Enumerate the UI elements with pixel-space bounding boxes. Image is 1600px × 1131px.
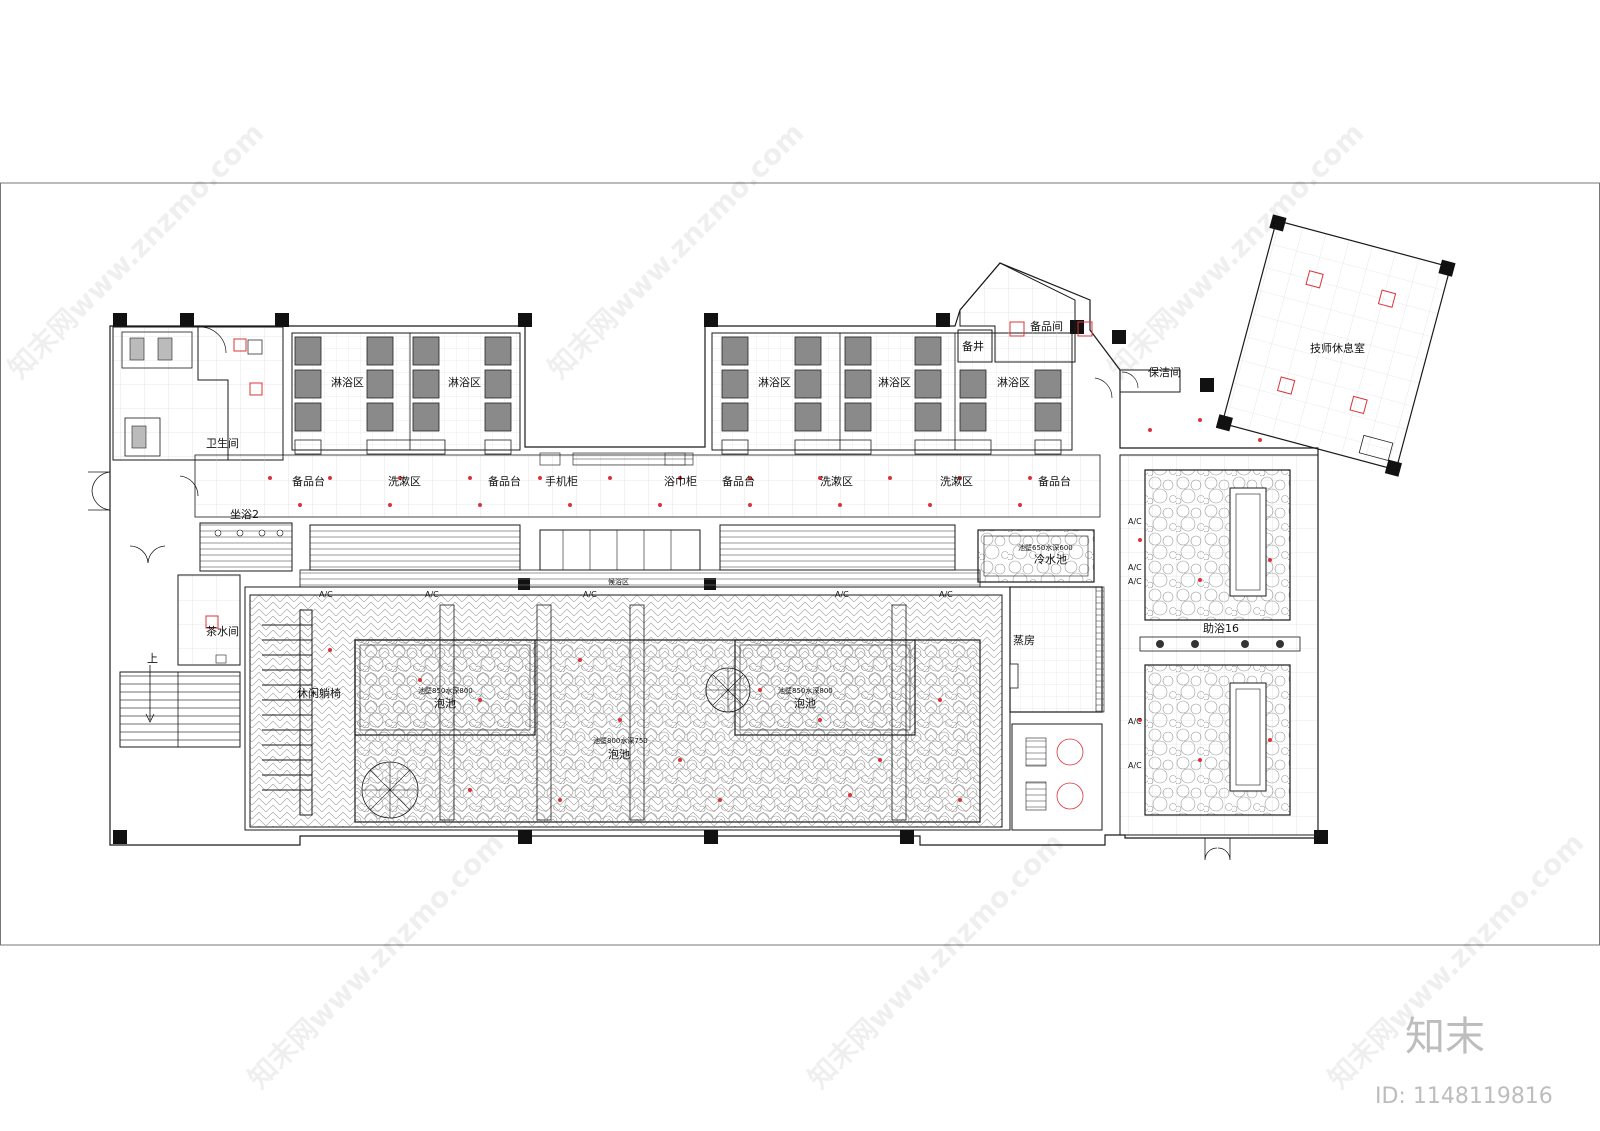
ac-label: A/C — [835, 590, 849, 599]
ac-label: A/C — [1128, 761, 1142, 770]
label-lounge-chair: 休闲躺椅 — [297, 686, 341, 700]
stairs — [119, 665, 241, 748]
service-rooms — [957, 262, 1181, 399]
label-wash-1: 洗漱区 — [388, 475, 421, 488]
label-shaft: 备井 — [962, 339, 984, 353]
assist-bath-area — [1119, 454, 1319, 861]
ac-label: A/C — [1128, 517, 1142, 526]
label-pool-right-spec: 池壁850水深800 — [778, 686, 833, 695]
label-steam-room: 蒸房 — [1013, 634, 1035, 647]
label-wash-2: 洗漱区 — [820, 475, 853, 488]
pool-hall — [249, 594, 1003, 828]
label-supply-4: 备品台 — [1038, 474, 1071, 488]
brand-logo: 知末 — [1405, 1014, 1485, 1060]
brand-id: ID: 1148119816 — [1375, 1084, 1553, 1109]
label-supply-2: 备品台 — [488, 474, 521, 488]
label-shower-3: 淋浴区 — [758, 376, 791, 389]
label-pool-center: 泡池 — [608, 747, 630, 761]
label-restroom: 卫生间 — [206, 436, 239, 450]
label-cold-pool-spec: 池壁650水深600 — [1018, 543, 1073, 552]
label-supply-1: 备品台 — [292, 474, 325, 488]
ac-label: A/C — [1128, 563, 1142, 572]
ac-label: A/C — [425, 590, 439, 599]
label-pool-center-spec: 池壁800水深750 — [593, 736, 648, 745]
label-cold-pool: 冷水池 — [1034, 553, 1067, 566]
watermark-text: 知末网www.znzmo.com — [242, 826, 511, 1095]
steam-room — [1009, 586, 1105, 713]
watermark-text: 知末网www.znzmo.com — [802, 826, 1071, 1095]
corridor — [194, 452, 1101, 518]
label-cleaning-room: 保洁间 — [1148, 365, 1181, 379]
ac-labels: A/C A/C A/C A/C A/C A/C A/C A/C A/C A/C — [319, 517, 1142, 770]
label-tea-room: 茶水间 — [206, 625, 239, 638]
label-shower-5: 淋浴区 — [997, 376, 1030, 389]
ac-label: A/C — [319, 590, 333, 599]
ac-label: A/C — [1128, 717, 1142, 726]
label-sit-bath: 坐浴2 — [230, 508, 259, 521]
cold-pool — [977, 529, 1095, 583]
label-assist-bath: 助浴16 — [1203, 621, 1239, 635]
label-phone-cabinet: 手机柜 — [545, 474, 578, 488]
label-towel-cabinet: 浴巾柜 — [664, 474, 697, 488]
label-shower-1: 淋浴区 — [331, 376, 364, 389]
label-pool-left: 泡池 — [434, 696, 456, 710]
locker-row — [299, 524, 981, 588]
shower-block-left — [291, 332, 521, 455]
label-wash-3: 洗漱区 — [940, 475, 973, 488]
label-pool-right: 泡池 — [794, 696, 816, 710]
label-pool-left-spec: 池壁850水深800 — [418, 686, 473, 695]
lounge-chairs — [262, 609, 313, 816]
sauna-rooms — [1011, 723, 1103, 831]
label-backup-room: 备品间 — [1030, 319, 1063, 333]
ac-label: A/C — [939, 590, 953, 599]
label-shower-4: 淋浴区 — [878, 376, 911, 389]
ac-label: A/C — [1128, 577, 1142, 586]
ac-label: A/C — [583, 590, 597, 599]
label-waiting-area: 候浴区 — [608, 577, 629, 586]
room-labels: 卫生间 备品间 备井 保洁间 技师休息室 淋浴区 淋浴区 淋浴区 淋浴区 淋浴区… — [147, 319, 1365, 761]
light-fixtures — [268, 418, 1272, 802]
label-stairs-up: 上 — [147, 652, 158, 665]
tech-rest-room — [1215, 214, 1456, 477]
sit-bath-counter — [199, 522, 293, 572]
label-supply-3: 备品台 — [722, 474, 755, 488]
restroom-area — [112, 326, 284, 461]
entrance-doors — [88, 471, 199, 564]
tea-room — [177, 574, 241, 666]
label-shower-2: 淋浴区 — [448, 376, 481, 389]
label-tech-rest: 技师休息室 — [1310, 341, 1365, 355]
